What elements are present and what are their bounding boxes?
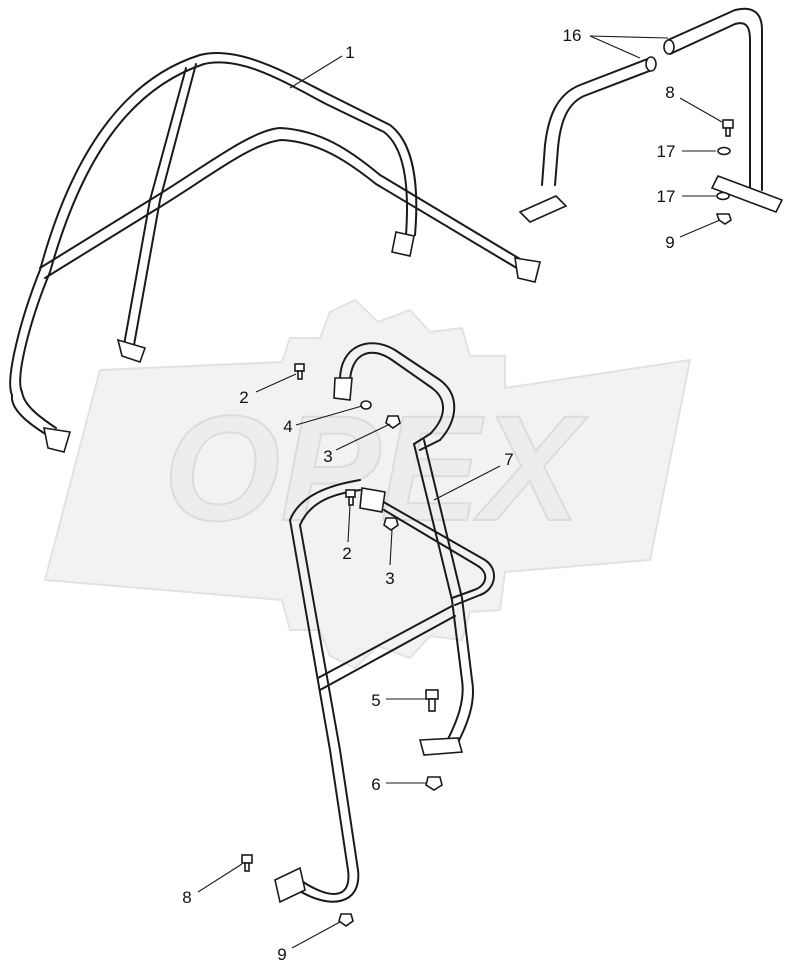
nut-6	[425, 776, 443, 791]
fasteners	[241, 119, 734, 927]
bolt-8-upper	[722, 119, 734, 137]
frame-foot-middle	[116, 338, 147, 364]
callout-9: 9	[665, 233, 674, 252]
tube-end-right	[663, 39, 675, 55]
roll-bar-frame	[9, 52, 541, 453]
bolt-2-upper	[294, 363, 305, 380]
callout-3: 3	[323, 447, 332, 466]
callout-5: 5	[371, 691, 380, 710]
callout-3: 3	[385, 569, 394, 588]
watermark-gear	[43, 298, 692, 670]
callout-16: 16	[563, 26, 582, 45]
nut-3-lower	[383, 517, 399, 531]
callout-17: 17	[657, 187, 676, 206]
callout-9: 9	[277, 945, 286, 964]
upper-bar-base-left	[518, 195, 568, 223]
leader-lines	[197, 35, 723, 949]
upper-bar-kit	[518, 7, 784, 223]
frame-foot-left	[42, 427, 72, 453]
lower-foot-bottom	[274, 866, 306, 904]
nut-9-upper	[715, 213, 732, 225]
callout-2: 2	[342, 544, 351, 563]
tube-end-left	[645, 56, 657, 72]
callout-2: 2	[239, 388, 248, 407]
bolt-5	[425, 689, 439, 712]
callout-6: 6	[371, 775, 380, 794]
callout-4: 4	[283, 417, 292, 436]
lower-bar-frame	[274, 342, 495, 904]
callout-8: 8	[665, 83, 674, 102]
washer-4	[360, 400, 372, 410]
callout-8: 8	[182, 888, 191, 907]
upper-bar-base-right	[710, 174, 784, 214]
lower-foot-right	[418, 737, 464, 756]
bolt-2-lower	[345, 489, 356, 506]
callouts: 1 16 8 17 17 9 2 4 3 7 2 3 5 6 8 9	[182, 26, 675, 964]
callout-7: 7	[504, 450, 513, 469]
watermark-text: OPEX	[164, 384, 589, 552]
washer-17-lower	[716, 191, 730, 201]
callout-1: 1	[345, 43, 354, 62]
lower-foot-mid	[359, 487, 386, 513]
callout-17: 17	[657, 142, 676, 161]
frame-foot-inner	[391, 231, 415, 257]
washer-17-upper	[717, 146, 731, 156]
bolt-8-lower	[241, 854, 253, 872]
nut-3-upper	[385, 415, 401, 429]
nut-9-lower	[338, 913, 354, 927]
frame-foot-right	[514, 257, 541, 283]
watermark-logo: OPEX	[43, 298, 692, 670]
lower-foot-top	[333, 377, 353, 401]
